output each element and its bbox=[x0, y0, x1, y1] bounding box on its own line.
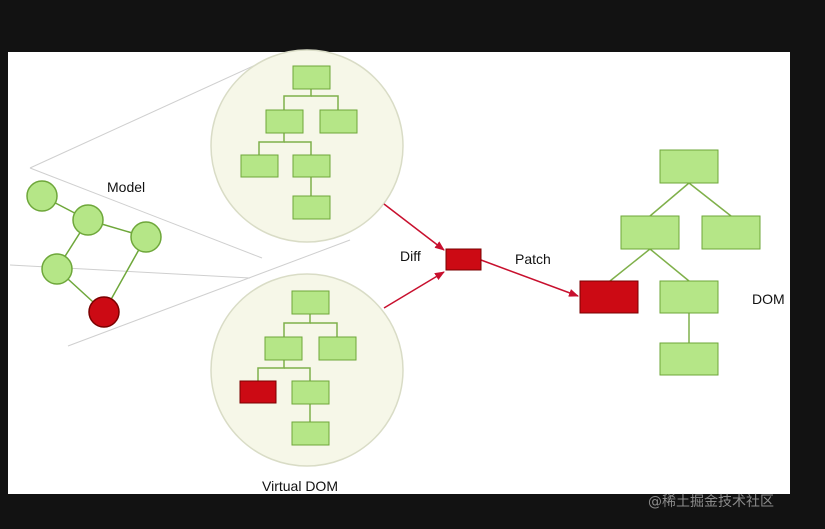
tree-node bbox=[292, 195, 331, 220]
dom-node bbox=[701, 215, 761, 250]
model-graph bbox=[26, 180, 162, 328]
dom-node-patched bbox=[579, 280, 639, 314]
tree-node bbox=[265, 109, 304, 134]
dom-node bbox=[659, 342, 719, 376]
diff-label: Diff bbox=[400, 248, 421, 264]
dom-tree bbox=[579, 149, 761, 376]
diff-arrows bbox=[383, 203, 579, 309]
tree-node bbox=[240, 154, 279, 178]
model-node-changed bbox=[88, 296, 120, 328]
virtual-dom-tree-old bbox=[240, 65, 358, 220]
tree-node bbox=[319, 109, 358, 134]
patch-label: Patch bbox=[515, 251, 551, 267]
model-node bbox=[41, 253, 73, 285]
model-node bbox=[26, 180, 58, 212]
dom-node bbox=[620, 215, 680, 250]
tree-node-changed bbox=[239, 380, 277, 404]
tree-node bbox=[292, 154, 331, 178]
virtual-dom-tree-new bbox=[239, 290, 357, 446]
virtual-dom-circle-top bbox=[210, 49, 404, 243]
virtual-dom-label: Virtual DOM bbox=[262, 478, 338, 494]
tree-node bbox=[291, 421, 330, 446]
model-node bbox=[130, 221, 162, 253]
watermark: @稀土掘金技术社区 bbox=[648, 494, 774, 510]
dom-node bbox=[659, 280, 719, 314]
dom-node bbox=[659, 149, 719, 184]
diff-patch-node bbox=[445, 248, 482, 271]
tree-node bbox=[318, 336, 357, 361]
tree-node bbox=[292, 65, 331, 90]
tree-node bbox=[291, 290, 330, 315]
tree-node bbox=[291, 380, 330, 405]
tree-node bbox=[264, 336, 303, 361]
model-label: Model bbox=[107, 179, 146, 195]
dom-label: DOM bbox=[752, 291, 785, 307]
model-node bbox=[72, 204, 104, 236]
virtual-dom-circle-bottom bbox=[210, 273, 404, 467]
